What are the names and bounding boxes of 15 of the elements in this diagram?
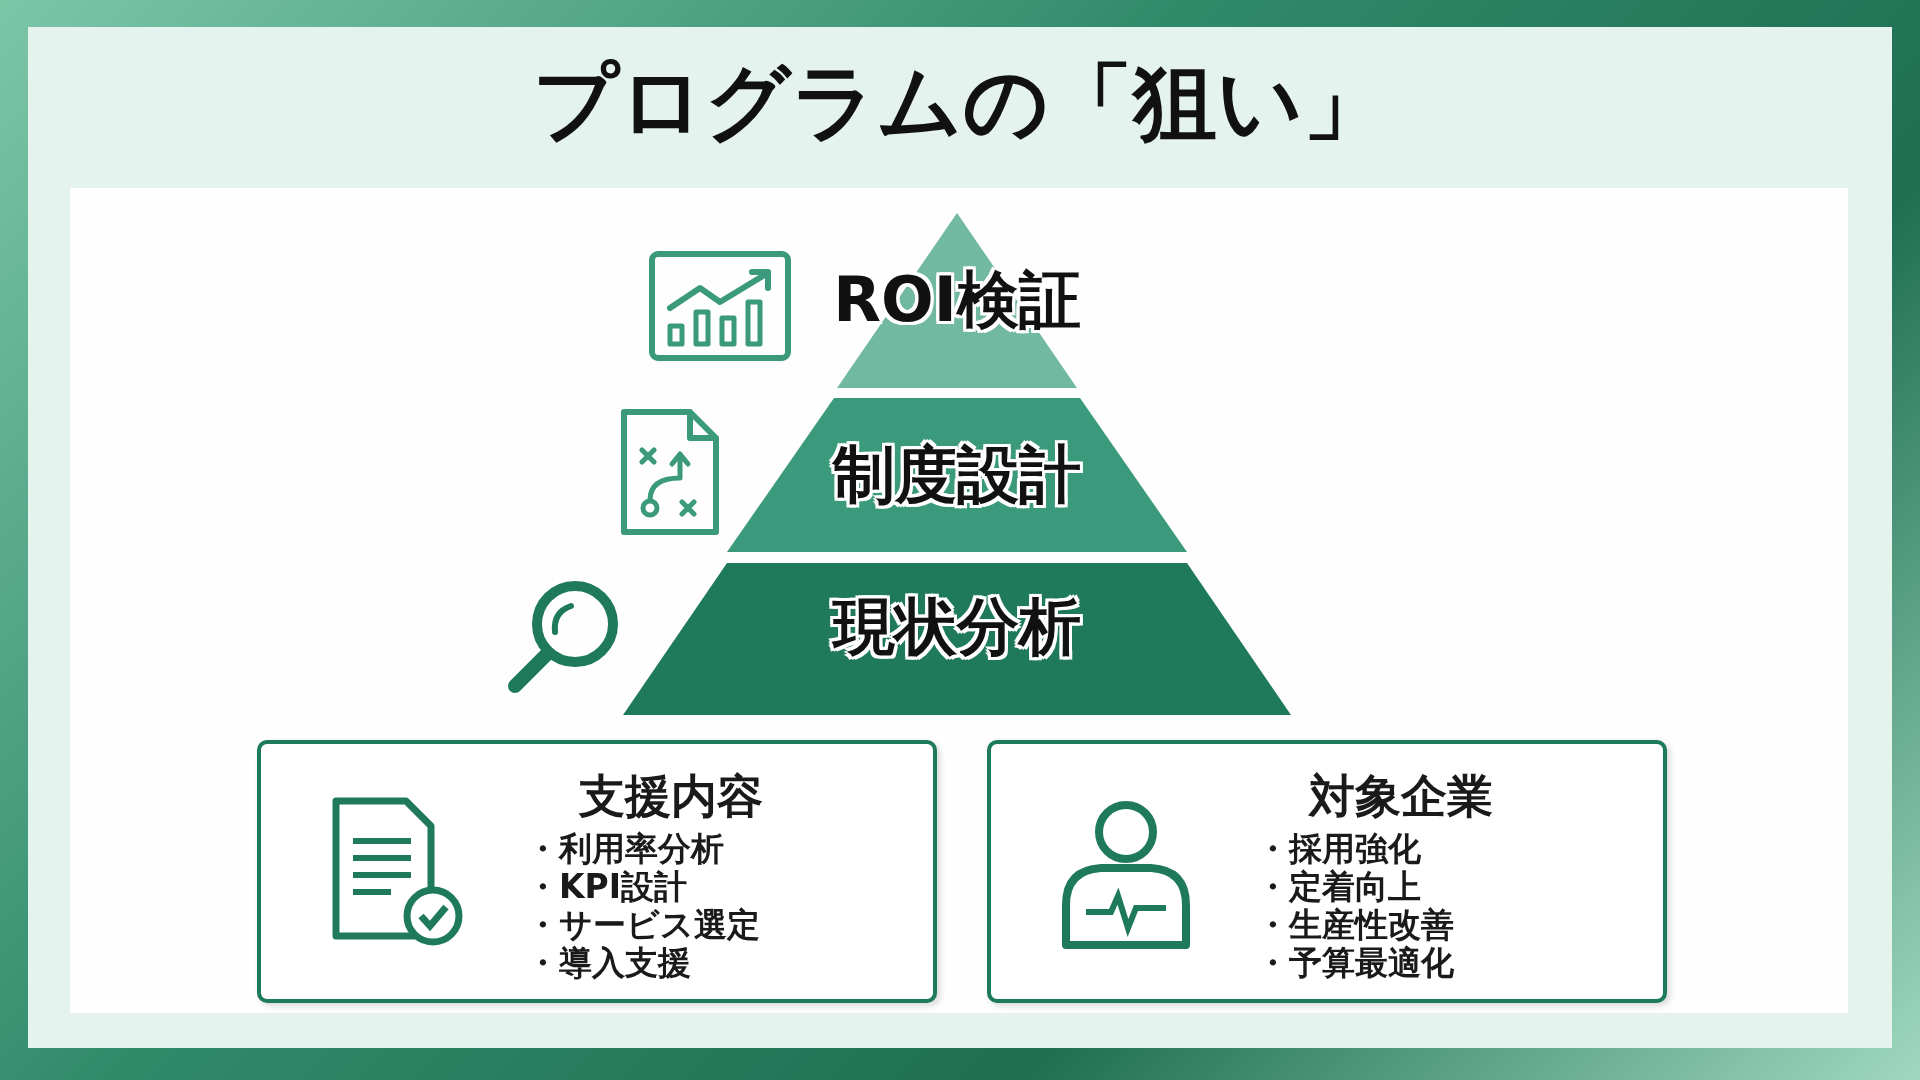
list-item: ・予算最適化 <box>1256 944 1454 982</box>
list-item: ・生産性改善 <box>1256 906 1454 944</box>
list-item: ・KPI設計 <box>526 868 689 906</box>
list-item: ・定着向上 <box>1256 868 1422 906</box>
info-card <box>257 740 937 1003</box>
info-card <box>987 740 1667 1003</box>
title: プログラムの「狙い」 <box>532 52 1388 153</box>
tier-label: 制度設計 <box>833 437 1081 513</box>
list-item: ・サービス選定 <box>526 906 760 944</box>
tier-label: 現状分析 <box>833 589 1081 665</box>
card-heading: 対象企業 <box>1307 768 1494 825</box>
list-item: ・利用率分析 <box>526 830 725 868</box>
list-item: ・採用強化 <box>1256 830 1422 868</box>
list-item: ・導入支援 <box>526 944 692 982</box>
card-heading: 支援内容 <box>577 768 764 825</box>
